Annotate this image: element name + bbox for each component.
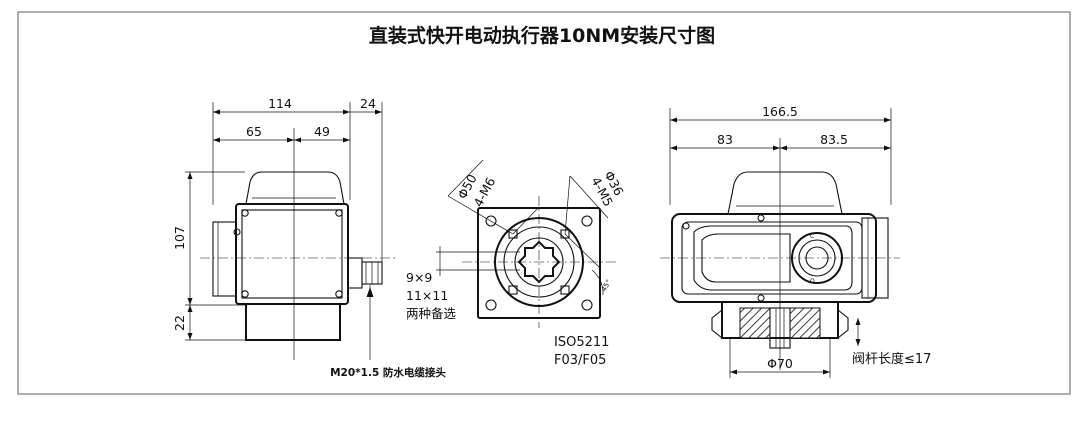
- svg-text:O: O: [810, 278, 815, 285]
- square-option-11: 11×11: [406, 288, 448, 303]
- stem-length-note: 阀杆长度≤17: [852, 351, 931, 367]
- front-view: 166.5 83 83.5 C O: [660, 104, 931, 378]
- dim-gland-width: 24: [360, 96, 376, 111]
- cable-gland-callout: M20*1.5 防水电缆接头: [330, 366, 446, 379]
- dim-front-right-part: 83.5: [820, 132, 848, 147]
- drawing-title: 直装式快开电动执行器10NM安装尺寸图: [369, 24, 715, 47]
- iso-standard: ISO5211: [554, 335, 609, 350]
- dim-right-part: 49: [314, 124, 330, 139]
- side-view: 114 24 65 49 107 22: [172, 96, 446, 379]
- angle-marker: 45°: [600, 278, 613, 293]
- dim-base-diameter: Φ70: [767, 356, 793, 371]
- dim-left-part: 65: [246, 124, 262, 139]
- square-option-9: 9×9: [406, 270, 432, 285]
- dim-base-height: 22: [172, 315, 187, 331]
- flange-type: F03/F05: [554, 353, 606, 368]
- flange-view: 45° Φ50 4-M6 Φ36 4-M5 9×9 11×11 两种备选 ISO…: [406, 159, 627, 368]
- square-options-note: 两种备选: [406, 306, 457, 321]
- svg-text:C: C: [810, 233, 814, 240]
- dim-overall-width: 114: [268, 96, 292, 111]
- dim-front-left-part: 83: [717, 132, 733, 147]
- dim-front-overall-width: 166.5: [762, 104, 798, 119]
- drawing-border: [17, 11, 1071, 395]
- dim-height: 107: [172, 226, 187, 250]
